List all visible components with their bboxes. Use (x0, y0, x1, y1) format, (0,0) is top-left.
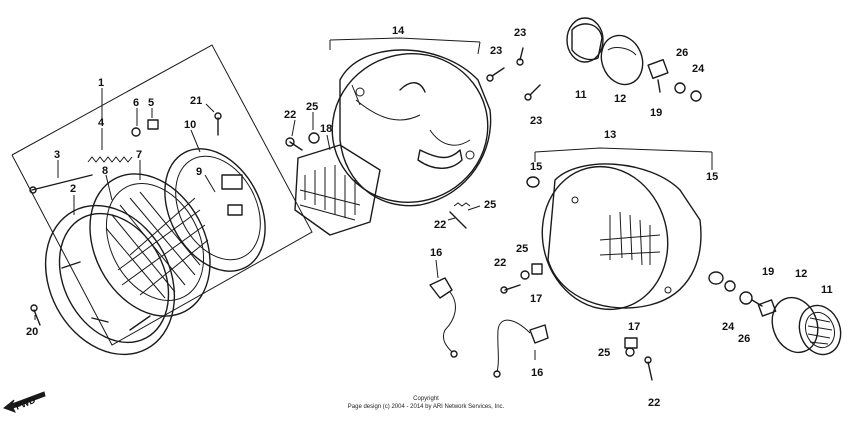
washer-25-c (625, 347, 635, 357)
callout-11-top: 11 (575, 89, 587, 101)
callout-19-top: 19 (650, 107, 662, 119)
indicator-cap-11-top (566, 17, 604, 63)
callout-19-bottom: 19 (762, 266, 774, 278)
callout-25-b: 25 (484, 199, 496, 211)
bolt-22-b (449, 202, 471, 229)
indicator-cap-11-bottom (798, 304, 842, 356)
grommet-15-b (708, 271, 724, 285)
sealed-beam-unit (89, 173, 211, 317)
callout-labels: 1 2 3 4 5 6 7 8 9 10 11 11 12 12 13 14 1… (26, 25, 833, 409)
indicator-lens-12-bottom (771, 296, 819, 354)
bolt-22-d (644, 356, 653, 381)
callout-22-c: 22 (494, 257, 506, 269)
callout-24-bottom: 24 (722, 321, 735, 333)
screw-23-a (516, 47, 524, 66)
headlight-case-upper (331, 49, 492, 207)
headlight-assembly-group (2, 44, 313, 413)
callout-1: 1 (98, 77, 104, 89)
callout-25-a: 25 (306, 101, 318, 113)
mounting-ring (164, 148, 266, 272)
callout-2: 2 (70, 183, 76, 195)
callout-17-b: 17 (628, 321, 640, 333)
adjuster-spring (87, 156, 133, 163)
copyright-line-2: Page design (c) 2004 - 2014 by ARI Netwo… (348, 404, 505, 410)
rim-ring (44, 204, 176, 356)
washer-25-a (308, 132, 320, 144)
washer (131, 127, 141, 137)
washer-24-top (690, 90, 702, 102)
socket-16-a (429, 277, 458, 358)
indicator-lens-12-top (600, 34, 644, 86)
leader-lines (34, 88, 536, 360)
nut-17-a (531, 263, 543, 275)
callout-11-bottom: 11 (821, 284, 833, 296)
nut-17-b (624, 337, 638, 349)
callout-22-a: 22 (284, 109, 296, 121)
fwd-label: FWD (14, 395, 37, 412)
callout-25-d: 25 (598, 347, 610, 359)
screw-21 (214, 112, 222, 136)
screw-23-b (486, 67, 505, 82)
callout-17-a: 17 (530, 293, 542, 305)
callout-26-top: 26 (676, 47, 688, 59)
washer-26-top (674, 82, 686, 94)
headlight-case-lower (541, 163, 702, 311)
callout-16-b: 16 (531, 367, 543, 379)
callout-16-a: 16 (430, 247, 442, 259)
copyright-line-1: Copyright (413, 396, 439, 402)
connector-block (294, 144, 381, 236)
washer-25-b (520, 270, 530, 280)
callout-23-b: 23 (490, 45, 502, 57)
callout-20: 20 (26, 326, 38, 338)
callout-18: 18 (320, 123, 332, 135)
adjusting-screw (29, 174, 93, 194)
callout-8: 8 (102, 165, 108, 177)
grommet-15-a (526, 176, 540, 188)
callout-15-b: 15 (706, 171, 718, 183)
fwd-arrow (2, 391, 46, 413)
callout-21: 21 (190, 95, 202, 107)
callout-5: 5 (148, 97, 154, 109)
callout-7: 7 (136, 149, 142, 161)
callout-14: 14 (392, 25, 405, 37)
callout-26-bottom: 26 (738, 333, 750, 345)
callout-22-d: 22 (648, 397, 660, 409)
bolt-22-a (285, 137, 303, 151)
socket-16-b (493, 319, 549, 378)
washer-26-bottom (739, 291, 753, 305)
bolt-22-c (500, 284, 521, 294)
screw-23-c (524, 84, 541, 101)
callout-10: 10 (184, 119, 196, 131)
callout-12-bottom: 12 (795, 268, 807, 280)
indicator-bulb-19-bottom (751, 299, 777, 317)
callout-4: 4 (98, 117, 105, 129)
callout-6: 6 (133, 97, 139, 109)
callout-25-c: 25 (516, 243, 528, 255)
callout-13: 13 (604, 129, 616, 141)
nut (147, 119, 159, 130)
callout-3: 3 (54, 149, 60, 161)
screw-20 (30, 304, 41, 326)
callout-15-a: 15 (530, 161, 542, 173)
callout-22-b: 22 (434, 219, 446, 231)
callout-12-top: 12 (614, 93, 626, 105)
callout-23-c: 23 (530, 115, 542, 127)
callout-9: 9 (196, 166, 202, 178)
indicator-bulb-19-top (647, 58, 669, 93)
washer-24-bottom (724, 280, 736, 292)
callout-23-a: 23 (514, 27, 526, 39)
callout-24-top: 24 (692, 63, 705, 75)
